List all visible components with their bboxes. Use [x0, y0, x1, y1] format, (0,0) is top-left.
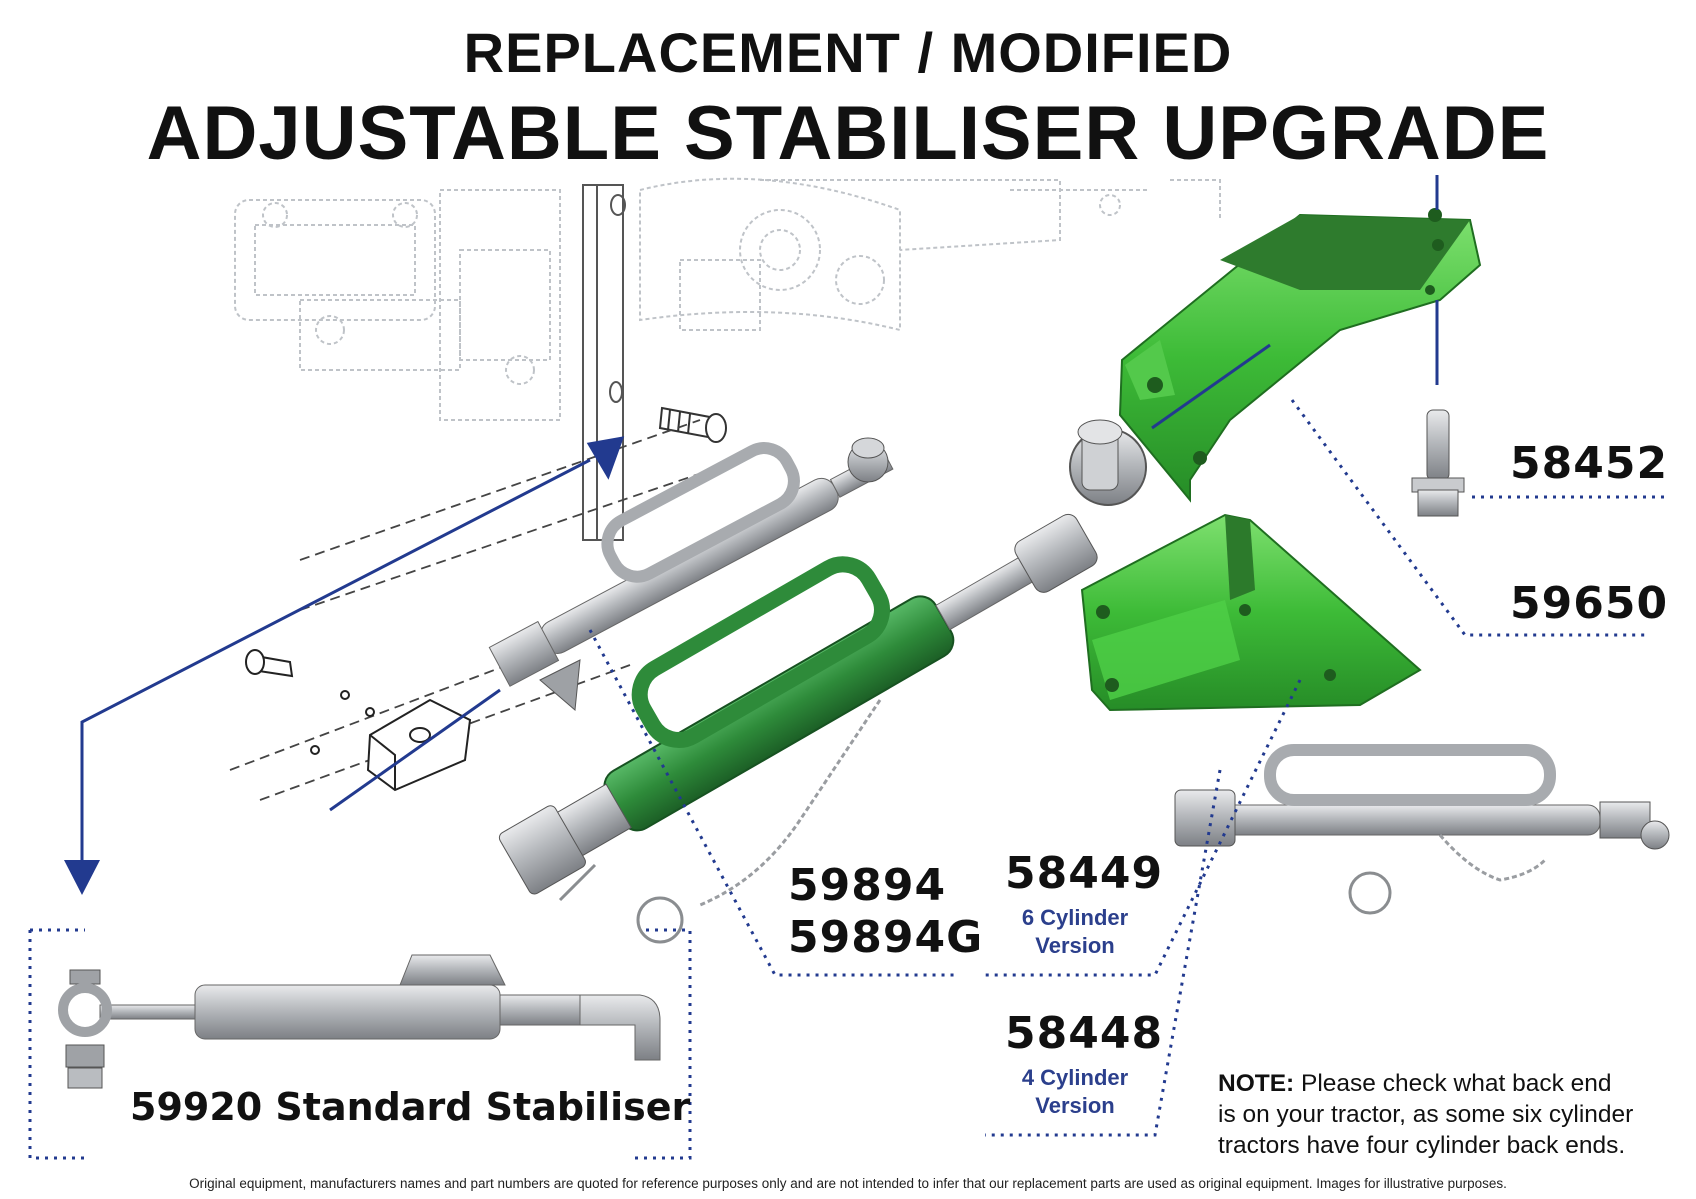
- part-58448-version-line-2: Version: [1035, 1093, 1115, 1118]
- callout-arrow: [64, 436, 625, 895]
- standard-stabiliser-label: 59920 Standard Stabiliser: [130, 1085, 691, 1129]
- steel-stabiliser-mid: [488, 437, 894, 712]
- standard-stabiliser-59920: [58, 954, 661, 1089]
- note-label: NOTE:: [1218, 1070, 1295, 1097]
- title-line-1: REPLACEMENT / MODIFIED: [463, 21, 1233, 84]
- steel-stabiliser-right: [1174, 744, 1670, 915]
- note-text-line-1: Please check what back end: [1294, 1070, 1612, 1097]
- background-schematic: [234, 177, 1221, 421]
- frame-bolt: [658, 406, 727, 443]
- part-number-58448: 58448: [1005, 1008, 1164, 1059]
- note-text-line-3: tractors have four cylinder back ends.: [1218, 1132, 1626, 1159]
- part-number-59650: 59650: [1510, 578, 1669, 629]
- note-block: NOTE: Please check what back end is on y…: [1218, 1068, 1678, 1161]
- green-stabiliser-59894: [498, 419, 1147, 944]
- bracket-59650: [1118, 208, 1482, 503]
- frame-bar: [582, 184, 626, 541]
- part-58448-version-line-1: 4 Cylinder: [1021, 1065, 1129, 1090]
- bracket-sketch: [245, 649, 472, 792]
- bracket-58449: [1080, 513, 1422, 712]
- part-number-58452: 58452: [1510, 438, 1669, 489]
- note-text-line-2: is on your tractor, as some six cylinder: [1218, 1101, 1634, 1128]
- part-58449-version-line-1: 6 Cylinder: [1021, 905, 1129, 930]
- part-number-59894: 59894: [788, 860, 947, 911]
- bolt-58452: [1411, 409, 1465, 517]
- leader-lines: [28, 399, 1665, 1160]
- title-line-2: ADJUSTABLE STABILISER UPGRADE: [146, 91, 1550, 176]
- part-number-58449: 58449: [1005, 848, 1164, 899]
- part-number-59894g: 59894G: [788, 912, 984, 963]
- part-58449-version-line-2: Version: [1035, 933, 1115, 958]
- footer-disclaimer: Original equipment, manufacturers names …: [189, 1176, 1507, 1191]
